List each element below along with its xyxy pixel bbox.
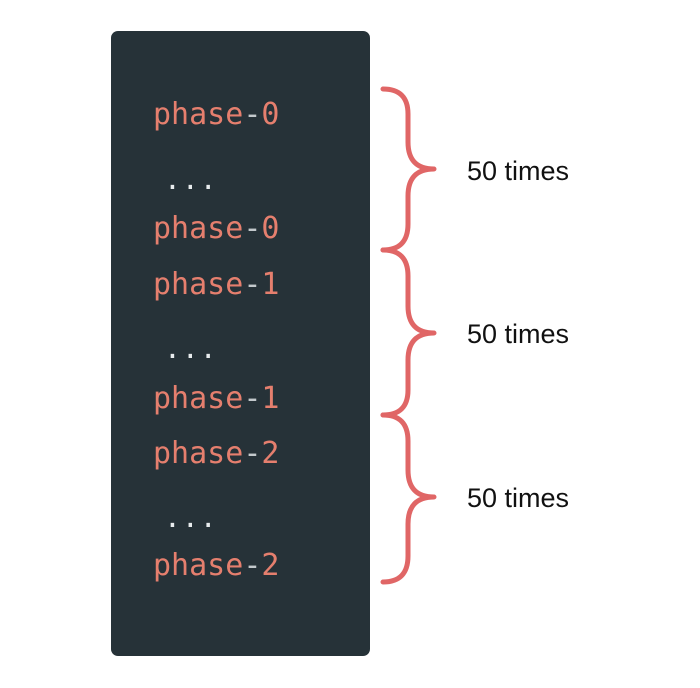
code-keyword: phase bbox=[153, 436, 244, 471]
code-number: 2 bbox=[261, 436, 280, 471]
code-keyword: phase bbox=[153, 97, 244, 132]
group-label: 50 times bbox=[467, 319, 570, 349]
code-number: 0 bbox=[261, 211, 280, 246]
code-line-phase-2-end: phase-2 bbox=[153, 548, 279, 584]
curly-brace-group-2 bbox=[380, 412, 437, 585]
ellipsis: ... bbox=[164, 501, 218, 534]
code-keyword: phase bbox=[153, 267, 244, 302]
code-line-phase-0-end: phase-0 bbox=[153, 211, 279, 247]
code-dash: - bbox=[243, 211, 262, 246]
group-label: 50 times bbox=[467, 156, 570, 186]
group-label: 50 times bbox=[467, 483, 570, 513]
code-keyword: phase bbox=[153, 548, 244, 583]
code-dash: - bbox=[243, 97, 262, 132]
code-number: 0 bbox=[261, 97, 280, 132]
code-keyword: phase bbox=[153, 211, 244, 246]
code-number: 1 bbox=[261, 381, 280, 416]
curly-brace-group-1 bbox=[380, 247, 437, 418]
ellipsis: ... bbox=[164, 332, 218, 365]
code-number: 1 bbox=[261, 267, 280, 302]
code-dash: - bbox=[243, 267, 262, 302]
code-dash: - bbox=[243, 436, 262, 471]
code-panel bbox=[111, 31, 370, 656]
code-dash: - bbox=[243, 381, 262, 416]
code-line-phase-1-end: phase-1 bbox=[153, 381, 279, 417]
code-line-phase-0-start: phase-0 bbox=[153, 97, 279, 133]
code-number: 2 bbox=[261, 548, 280, 583]
code-line-phase-1-start: phase-1 bbox=[153, 267, 279, 303]
code-line-phase-2-start: phase-2 bbox=[153, 436, 279, 472]
code-keyword: phase bbox=[153, 381, 244, 416]
ellipsis: ... bbox=[164, 163, 218, 196]
curly-brace-group-0 bbox=[380, 86, 437, 253]
code-dash: - bbox=[243, 548, 262, 583]
